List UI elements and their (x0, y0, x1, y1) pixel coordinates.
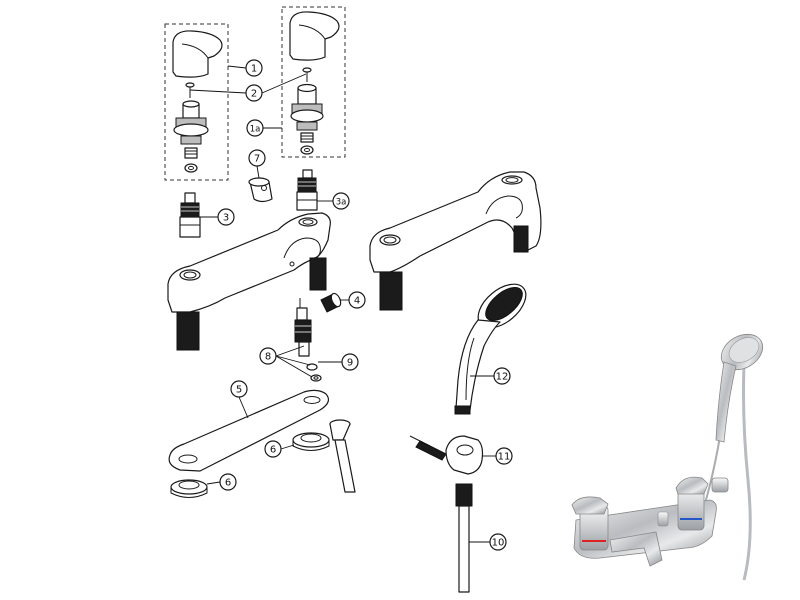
callout-12: 12 (470, 367, 511, 385)
hose-connector-pipe (329, 419, 356, 493)
callout-8-label: 8 (265, 352, 271, 363)
left-lever-handle (172, 30, 223, 78)
callout-10: 10 (469, 533, 507, 551)
left-tap-body (167, 212, 331, 351)
callout-6-left-label: 6 (225, 478, 231, 489)
product-photo-bath-shower-mixer (571, 333, 764, 581)
nut-part-6-center (292, 432, 330, 451)
holder-part-11 (409, 435, 484, 475)
callout-3-label: 3 (223, 213, 229, 224)
callout-5: 5 (230, 380, 249, 419)
callout-1a-label: 1a (250, 125, 261, 135)
callout-1a: 1a (246, 119, 282, 137)
callout-7: 7 (248, 149, 266, 179)
diverter-part-8 (294, 298, 322, 382)
hose-part-10 (455, 483, 473, 593)
base-plate-part-5 (168, 389, 330, 472)
callout-6-left: 6 (206, 473, 237, 491)
callouts: 1 2 1a 7 3 3a (189, 59, 513, 551)
left-spindle (184, 147, 198, 173)
left-cartridge-head (173, 100, 209, 145)
callout-11-label: 11 (498, 452, 511, 463)
left-valve-cartridge (179, 192, 201, 238)
callout-8: 8 (259, 345, 313, 378)
callout-1: 1 (227, 59, 263, 77)
callout-5-label: 5 (236, 385, 242, 396)
callout-11: 11 (482, 447, 513, 465)
right-screw (302, 67, 312, 82)
callout-2-label: 2 (251, 89, 257, 100)
callout-3: 3 (200, 208, 235, 226)
callout-6-center: 6 (264, 440, 295, 458)
collar-part-7 (248, 177, 273, 203)
callout-4: 4 (340, 291, 366, 309)
nut-part-6-left (170, 479, 208, 498)
callout-6-center-label: 6 (270, 445, 276, 456)
left-handle-assembly-box (164, 23, 229, 181)
left-screw (185, 82, 195, 98)
callout-9-label: 9 (347, 358, 353, 369)
callout-12-label: 12 (496, 372, 509, 383)
aerator-part-4 (320, 292, 342, 313)
right-cartridge-head (290, 83, 324, 131)
callout-3a: 3a (317, 192, 350, 210)
callout-4-label: 4 (354, 296, 360, 307)
callout-9: 9 (318, 353, 359, 371)
callout-3a-label: 3a (336, 198, 347, 208)
right-handle-assembly-box (281, 6, 346, 158)
right-spindle (300, 132, 314, 155)
handset-shower-part-12 (454, 283, 527, 415)
right-valve-cartridge (296, 169, 318, 211)
right-lever-handle (289, 11, 340, 61)
callout-7-label: 7 (254, 154, 260, 165)
right-tap-body (369, 171, 542, 311)
callout-10-label: 10 (492, 538, 505, 549)
callout-2: 2 (189, 73, 307, 102)
callout-1-label: 1 (251, 64, 257, 75)
